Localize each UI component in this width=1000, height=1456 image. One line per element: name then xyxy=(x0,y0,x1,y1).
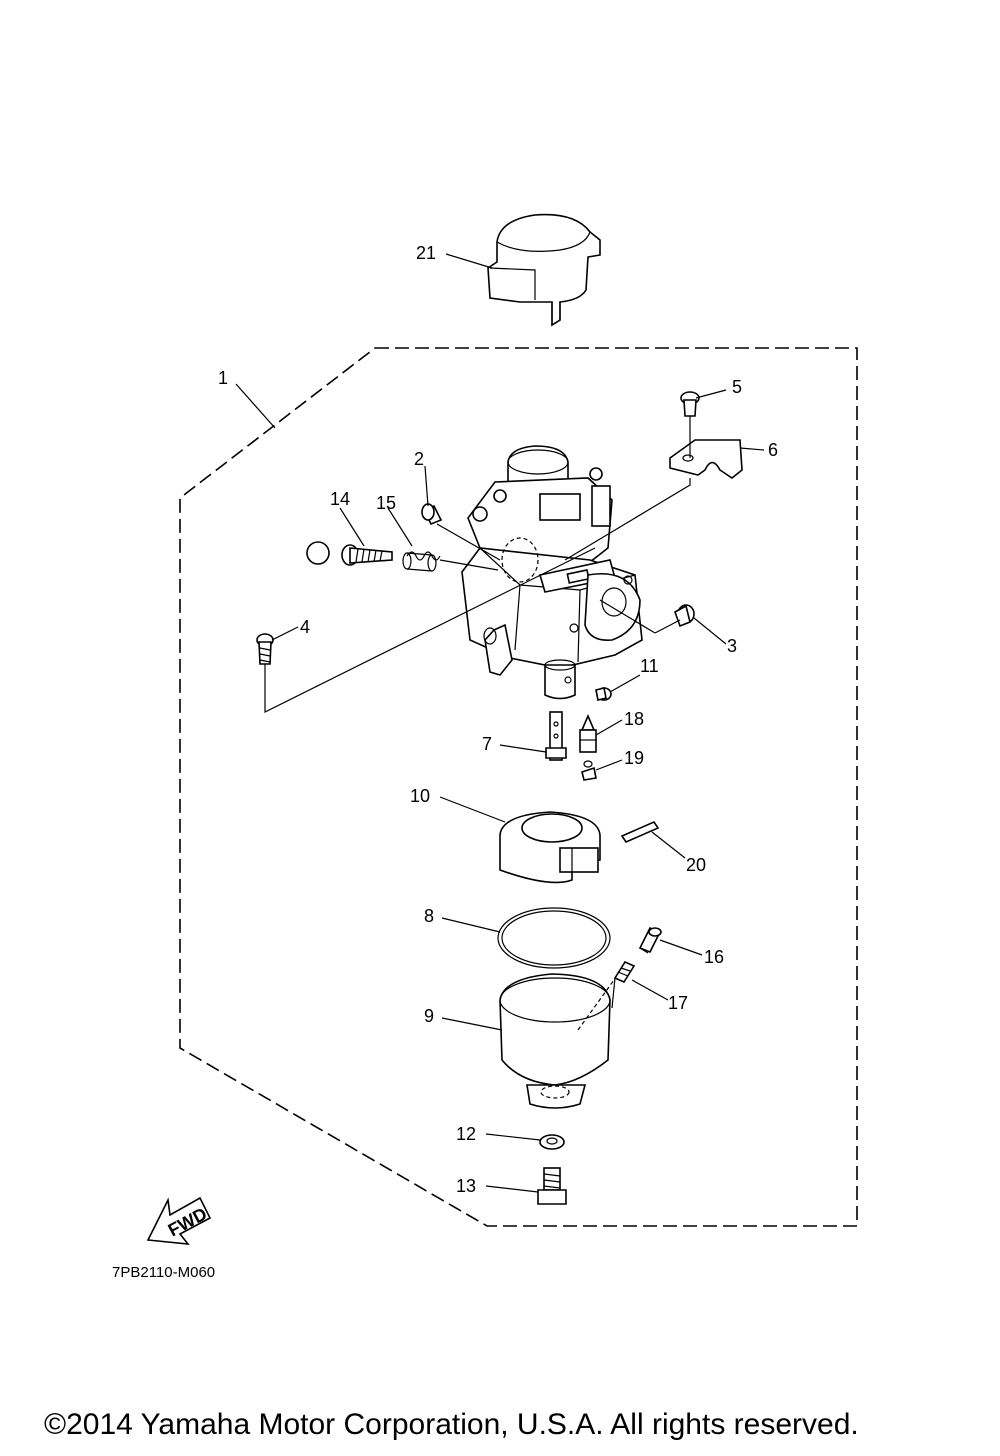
label-10: 10 xyxy=(410,786,430,806)
label-21: 21 xyxy=(416,243,436,263)
part-19-clip xyxy=(581,760,597,781)
label-12: 12 xyxy=(456,1124,476,1144)
diagram-code: 7PB2110-M060 xyxy=(112,1264,216,1281)
part-4-screw xyxy=(256,633,274,665)
part-7-main-jet xyxy=(545,711,567,761)
forward-direction-arrow: FWD xyxy=(146,1196,212,1245)
label-18: 18 xyxy=(624,709,644,729)
carburetor-body xyxy=(461,445,643,700)
label-15: 15 xyxy=(376,493,396,513)
assembly-lines xyxy=(264,416,691,1031)
label-7: 7 xyxy=(482,734,492,754)
part-10-float xyxy=(499,811,601,884)
assembly-boundary xyxy=(179,347,858,1227)
part-15-spring xyxy=(402,551,441,572)
part-21-cover xyxy=(487,213,601,327)
label-5: 5 xyxy=(732,377,742,397)
part-17-screw xyxy=(613,960,636,984)
part-3-screw xyxy=(674,604,695,628)
label-6: 6 xyxy=(768,440,778,460)
label-3: 3 xyxy=(727,636,737,656)
label-17: 17 xyxy=(668,993,688,1013)
label-8: 8 xyxy=(424,906,434,926)
part-8-gasket xyxy=(497,907,611,969)
label-19: 19 xyxy=(624,748,644,768)
label-2: 2 xyxy=(414,449,424,469)
label-14: 14 xyxy=(330,489,350,509)
part-9-float-bowl xyxy=(499,973,611,1109)
part-6-clip xyxy=(669,439,743,479)
label-16: 16 xyxy=(704,947,724,967)
label-13: 13 xyxy=(456,1176,476,1196)
leader-lines xyxy=(235,253,765,1193)
part-14-screw xyxy=(306,541,393,566)
label-20: 20 xyxy=(686,855,706,875)
part-11-screw xyxy=(595,687,612,701)
part-18-needle-valve xyxy=(579,713,597,753)
copyright-notice: ©2014 Yamaha Motor Corporation, U.S.A. A… xyxy=(44,1408,859,1441)
label-4: 4 xyxy=(300,617,310,637)
part-5-screw xyxy=(680,391,700,417)
label-1: 1 xyxy=(218,368,228,388)
part-12-washer xyxy=(539,1134,565,1150)
part-number-labels: 21 1 2 5 6 14 15 4 3 11 18 7 19 10 20 8 … xyxy=(218,243,778,1196)
part-20-float-pin xyxy=(620,820,660,844)
part-2-screw xyxy=(421,503,443,526)
part-16-screw xyxy=(638,926,662,954)
part-13-drain-screw xyxy=(537,1167,567,1205)
label-11: 11 xyxy=(640,656,659,676)
label-9: 9 xyxy=(424,1006,434,1026)
